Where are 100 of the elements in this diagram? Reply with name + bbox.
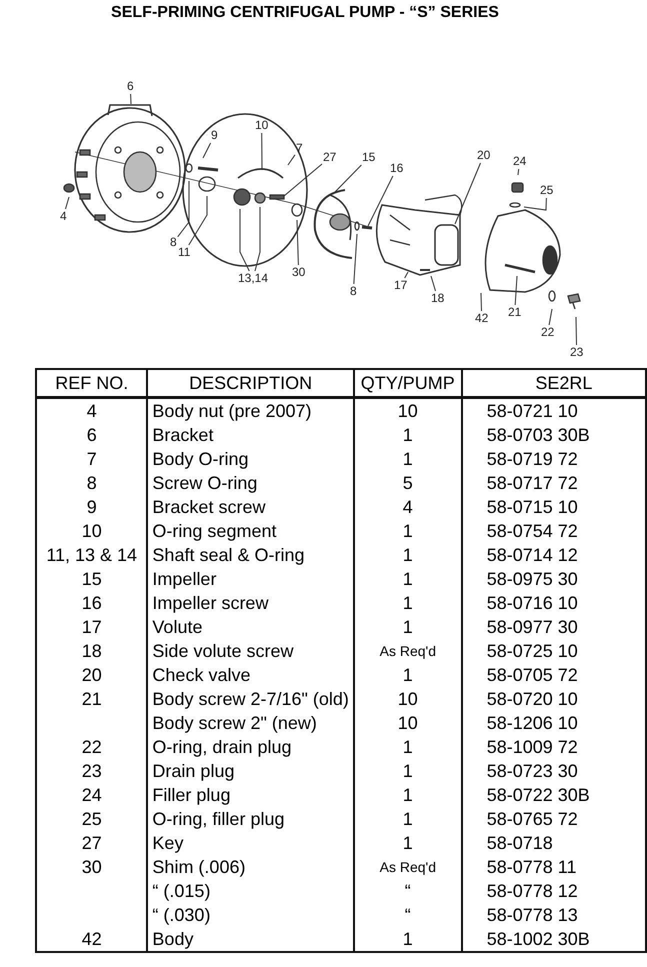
ref-number: 15 — [36, 567, 148, 591]
callout-number: 30 — [292, 266, 306, 279]
callout-number: 23 — [570, 346, 584, 359]
column-header: REF NO. — [36, 369, 148, 398]
ref-number: 21 — [36, 687, 148, 711]
leader-line — [177, 180, 190, 238]
leader-line — [284, 164, 322, 196]
column-header: QTY/PUMP — [354, 369, 462, 398]
leader-line — [454, 162, 481, 224]
quantity: “ — [354, 879, 462, 903]
quantity: 1 — [354, 423, 462, 447]
leader-line — [548, 308, 552, 326]
part-description: Impeller — [147, 567, 354, 591]
ref-number: 24 — [36, 783, 148, 807]
leader-line — [404, 272, 408, 278]
callout-number: 18 — [431, 292, 444, 305]
ref-number: 17 — [36, 615, 148, 639]
part-number: 58-0714 12 — [462, 543, 646, 567]
part-number: 58-0977 30 — [462, 615, 646, 639]
callout-number: 13,14 — [238, 272, 268, 285]
part-number: 58-0778 12 — [462, 879, 646, 903]
part-description: O-ring segment — [147, 519, 354, 543]
part-description: O-ring, filler plug — [147, 807, 354, 831]
column-header: DESCRIPTION — [147, 369, 354, 398]
part-description: Bracket — [147, 423, 354, 447]
column-header: SE2RL — [462, 369, 646, 398]
part-number: 58-0717 72 — [462, 471, 646, 495]
part-description: Body screw 2" (new) — [147, 711, 354, 735]
callout-number: 4 — [60, 210, 67, 223]
ref-number: 4 — [36, 398, 148, 423]
leader-line — [576, 316, 577, 346]
leader-line — [130, 94, 132, 104]
quantity: As Req'd — [354, 855, 462, 879]
part-number: 58-0719 72 — [462, 447, 646, 471]
quantity: 1 — [354, 543, 462, 567]
quantity: 10 — [354, 687, 462, 711]
part-description: Impeller screw — [147, 591, 354, 615]
ref-number: 10 — [36, 519, 148, 543]
quantity: 1 — [354, 591, 462, 615]
part-number: 58-0765 72 — [462, 807, 646, 831]
part-number: 58-0718 — [462, 831, 646, 855]
callout-number: 42 — [475, 312, 488, 325]
leader-line — [480, 292, 482, 312]
quantity: 1 — [354, 663, 462, 687]
ref-number: 18 — [36, 639, 148, 663]
quantity: As Req'd — [354, 639, 462, 663]
part-description: Filler plug — [147, 783, 354, 807]
ref-number: 20 — [36, 663, 148, 687]
ref-number: 9 — [36, 495, 148, 519]
callout-number: 21 — [508, 306, 522, 319]
callout-number: 8 — [170, 236, 177, 249]
part-description: Shaft seal & O-ring — [147, 543, 354, 567]
leader-line — [430, 276, 436, 292]
part-number: 58-0723 30 — [462, 759, 646, 783]
part-description: Check valve — [147, 663, 354, 687]
quantity: 4 — [354, 495, 462, 519]
part-description: Shim (.006) — [147, 855, 354, 879]
part-number: 58-0722 30B — [462, 783, 646, 807]
part-number: 58-0754 72 — [462, 519, 646, 543]
callout-number: 15 — [362, 151, 376, 164]
callout-number: 7 — [296, 142, 303, 155]
callout-number: 6 — [127, 80, 134, 93]
part-description: “ (.030) — [147, 903, 354, 927]
quantity: 1 — [354, 735, 462, 759]
callout-number: 27 — [323, 151, 336, 164]
ref-number: 8 — [36, 471, 148, 495]
part-number: 58-0705 72 — [462, 663, 646, 687]
quantity: 1 — [354, 759, 462, 783]
callout-number: 22 — [541, 326, 554, 339]
part-description: Body — [147, 927, 354, 952]
ref-number: 30 — [36, 855, 148, 879]
part-description: Body nut (pre 2007) — [147, 398, 354, 423]
quantity: 10 — [354, 398, 462, 423]
part-description: O-ring, drain plug — [147, 735, 354, 759]
callout-number: 25 — [540, 184, 554, 197]
leader-line — [518, 168, 520, 176]
diagram-title: SELF-PRIMING CENTRIFUGAL PUMP - “S” SERIES — [110, 4, 500, 22]
leader-line — [353, 234, 358, 284]
part-description: Body O-ring — [147, 447, 354, 471]
part-description: Key — [147, 831, 354, 855]
leader-line — [202, 142, 212, 158]
part-description: Bracket screw — [147, 495, 354, 519]
quantity: 1 — [354, 927, 462, 952]
part-description: Body screw 2-7/16" (old) — [147, 687, 354, 711]
part-number: 58-1009 72 — [462, 735, 646, 759]
ref-number: 6 — [36, 423, 148, 447]
part-number: 58-0715 10 — [462, 495, 646, 519]
callout-number: 20 — [477, 149, 490, 162]
callout-number: 8 — [350, 285, 357, 298]
leader-line — [368, 176, 394, 226]
part-number: 58-0778 13 — [462, 903, 646, 927]
leader-line — [188, 196, 208, 246]
part-description: Volute — [147, 615, 354, 639]
part-number: 58-0721 10 — [462, 398, 646, 423]
quantity: 1 — [354, 831, 462, 855]
part-number: 58-0725 10 — [462, 639, 646, 663]
part-description: Drain plug — [147, 759, 354, 783]
ref-number: 23 — [36, 759, 148, 783]
leader-line — [261, 132, 262, 170]
leader-line — [514, 276, 518, 306]
